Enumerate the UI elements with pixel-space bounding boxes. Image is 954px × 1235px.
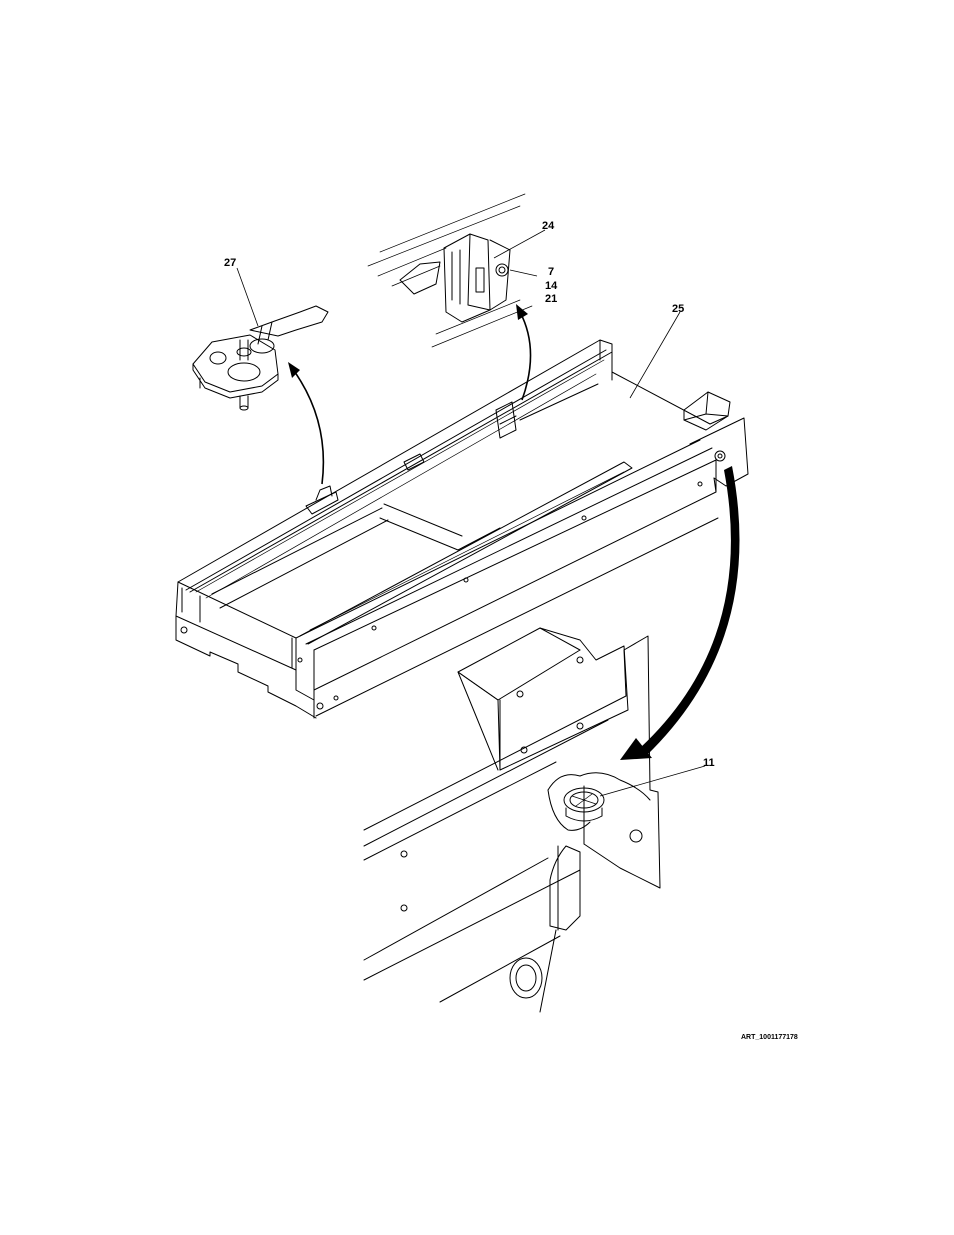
bracket-detail xyxy=(368,194,532,347)
callout-21: 21 xyxy=(545,293,557,305)
art-id: ART_1001177178 xyxy=(741,1034,798,1041)
callout-11: 11 xyxy=(703,757,715,769)
callout-24: 24 xyxy=(542,220,555,232)
arrow-to-frame xyxy=(640,466,740,756)
leader-lines xyxy=(237,230,705,796)
callout-14: 14 xyxy=(545,280,558,292)
tray-assembly xyxy=(176,340,748,718)
frame-detail xyxy=(364,628,660,1012)
callout-7: 7 xyxy=(548,266,554,278)
arrow-to-bracket xyxy=(520,312,531,400)
callout-27: 27 xyxy=(224,257,236,269)
arrow-to-latch xyxy=(292,368,323,484)
callout-25: 25 xyxy=(672,303,684,315)
